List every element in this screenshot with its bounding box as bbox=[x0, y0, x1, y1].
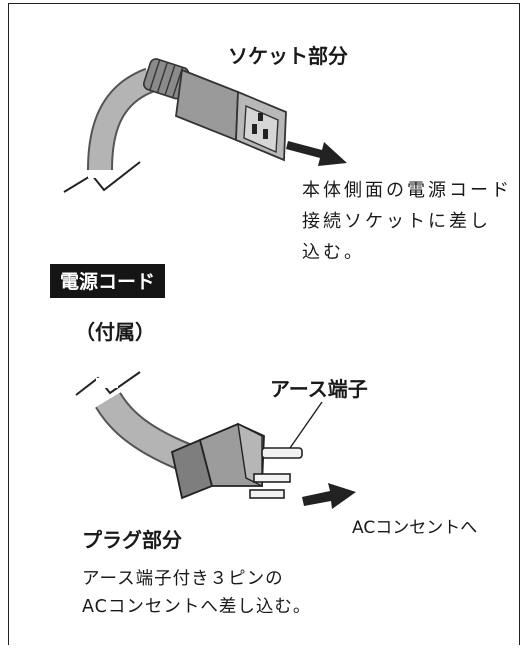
plug-description-line: アース端子付き３ピンの bbox=[82, 569, 284, 589]
plug-description-line: ACコンセントへ差し込む。 bbox=[82, 597, 312, 617]
power-cord-sublabel: （付属） bbox=[75, 320, 155, 344]
arrow-right-icon bbox=[286, 141, 347, 166]
power-plug-illustration bbox=[75, 371, 356, 509]
socket-title: ソケット部分 bbox=[228, 44, 348, 68]
power-cord-label: 電源コード bbox=[50, 264, 166, 298]
power-cord-socket-illustration bbox=[63, 58, 347, 193]
earth-terminal-label: アース端子 bbox=[270, 377, 368, 401]
socket-description-line: 接続ソケットに差し bbox=[302, 211, 491, 232]
socket-description-line: 込む。 bbox=[302, 242, 365, 263]
socket-description-line: 本体側面の電源コード bbox=[302, 180, 512, 201]
plug-description: アース端子付き３ピンの ACコンセントへ差し込む。 bbox=[82, 565, 352, 621]
outlet-label: ACコンセントへ bbox=[352, 518, 478, 538]
plug-title: プラグ部分 bbox=[82, 528, 182, 552]
arrow-right-icon bbox=[302, 483, 356, 509]
page-frame bbox=[8, 3, 520, 645]
socket-description: 本体側面の電源コード 接続ソケットに差し 込む。 bbox=[302, 175, 517, 268]
